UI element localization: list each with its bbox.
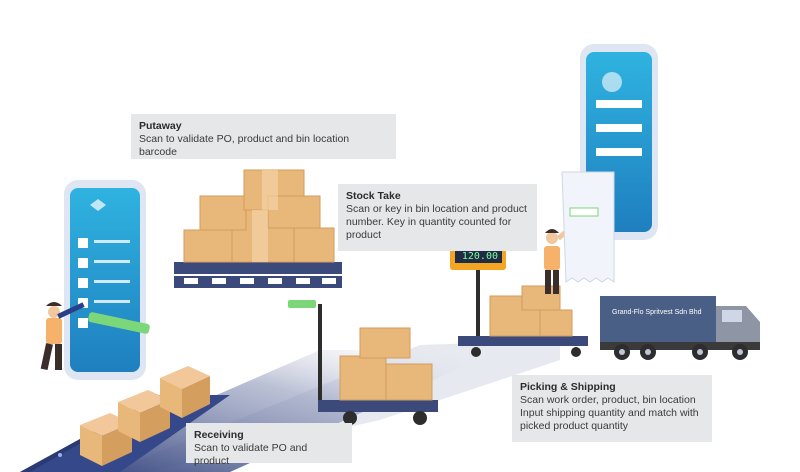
putaway-title: Putaway (139, 120, 182, 132)
callout-putaway: Putaway Scan to validate PO, product and… (131, 114, 396, 159)
right-phone (561, 44, 658, 283)
delivery-truck (600, 296, 760, 360)
stock-take-line-3: product (346, 229, 382, 241)
receiving-title: Receiving (194, 429, 244, 441)
left-phone (64, 180, 150, 380)
picking-shipping-line-2: Input shipping quantity and match with (520, 407, 699, 419)
receiving-line-1: Scan to validate PO and product (194, 442, 308, 467)
stock-take-title: Stock Take (346, 190, 401, 202)
putaway-rack (174, 169, 342, 288)
picking-shipping-line-3: picked product quantity (520, 420, 628, 432)
scale-reading: 120.00 (461, 251, 498, 262)
truck-company-label: Grand-Flo Spritvest Sdn Bhd (612, 309, 702, 316)
receiving-boxes (80, 366, 210, 466)
callout-receiving: Receiving Scan to validate PO and produc… (186, 423, 352, 467)
stock-take-line-2: number. Key in quantity counted for (346, 216, 512, 228)
worker-right (544, 223, 576, 294)
stock-take-line-1: Scan or key in bin location and product (346, 203, 527, 215)
putaway-line-1: Scan to validate PO, product and bin loc… (139, 133, 350, 158)
callout-stock-take: Stock Take Scan or key in bin location a… (338, 184, 537, 251)
callout-picking-shipping: Picking & Shipping Scan work order, prod… (512, 375, 712, 442)
pallet-jack (288, 300, 438, 425)
picking-shipping-line-1: Scan work order, product, bin location (520, 394, 696, 406)
worker-left (40, 302, 85, 371)
picking-shipping-title: Picking & Shipping (520, 381, 616, 393)
